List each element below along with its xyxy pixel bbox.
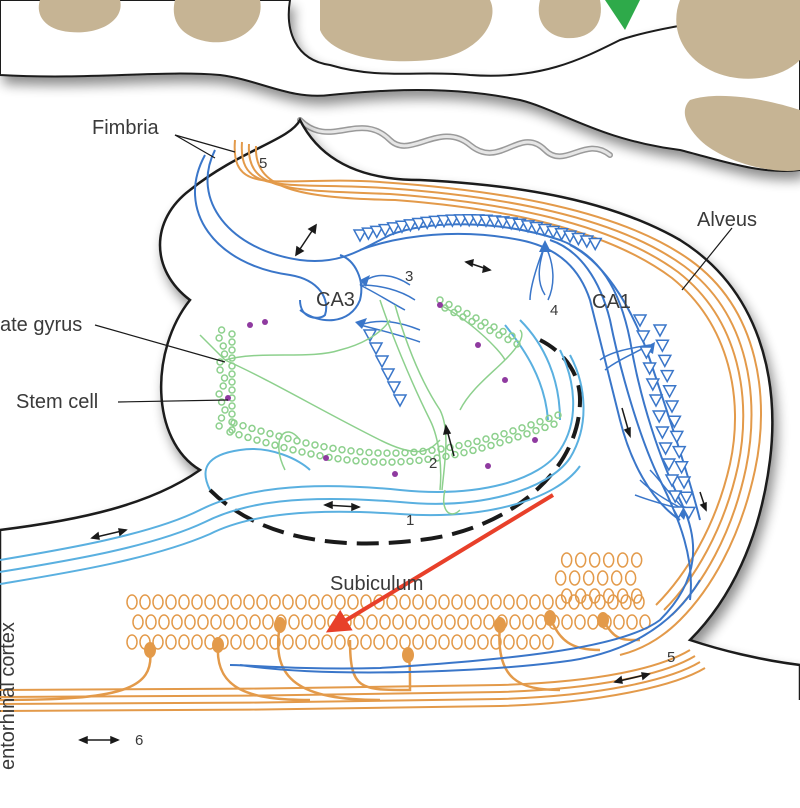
label-pathway-4: 4: [550, 302, 558, 319]
label-pathway-3: 3: [405, 268, 413, 285]
subiculum-somata: [144, 610, 609, 663]
label-entorhinal-cortex: entorhinal cortex: [0, 622, 19, 770]
direction-arrows: [78, 223, 707, 745]
dentate-dendrites: [199, 299, 523, 515]
label-pathway-5-bottom: 5: [667, 649, 675, 666]
tissue-patch-1: [38, 0, 121, 33]
perforant-path: [0, 319, 585, 585]
label-pathway-2: 2: [429, 455, 437, 472]
label-stem-cell: Stem cell: [16, 391, 98, 413]
label-ca1: CA1: [592, 291, 631, 313]
label-pathway-6: 6: [135, 732, 143, 749]
label-ca3: CA3: [316, 289, 355, 311]
hippocampal-fissure-dashed: [208, 338, 583, 546]
label-fimbria: Fimbria: [92, 117, 160, 139]
leader-lines: [94, 134, 733, 403]
label-pathway-1: 1: [406, 512, 414, 529]
label-subiculum: Subiculum: [330, 573, 423, 595]
stem-cells: [225, 302, 538, 477]
annotation-arrow: [325, 493, 555, 633]
tissue-patch-2: [173, 0, 261, 43]
upper-brain-tissue: [0, 0, 800, 172]
label-dentate-gyrus: ate gyrus: [0, 314, 82, 336]
tissue-patch-6: [684, 95, 800, 171]
ca-pathway: [194, 149, 701, 674]
tissue-patch-4: [538, 0, 601, 39]
label-pathway-5-top: 5: [259, 155, 267, 172]
orange-pathway: [0, 139, 763, 712]
dentate-gyrus-granule-layer: [215, 296, 562, 466]
tissue-patch-3: [320, 0, 493, 62]
label-alveus: Alveus: [697, 209, 757, 231]
pyramidal-cells: [352, 214, 697, 520]
tissue-patch-5: [676, 0, 800, 79]
green-arrow-marker: [605, 0, 640, 30]
